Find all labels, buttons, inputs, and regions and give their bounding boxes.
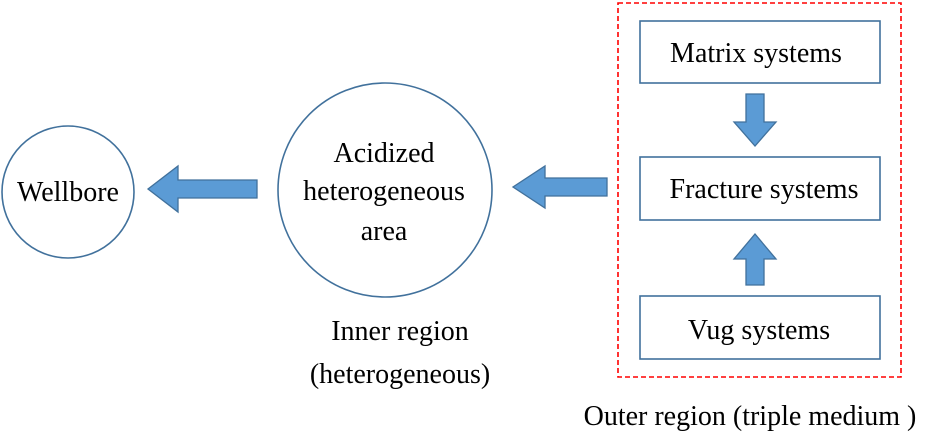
vug-systems-label: Vug systems bbox=[688, 315, 830, 346]
acidized-line-1: Acidized bbox=[333, 138, 434, 169]
vug-systems-node bbox=[639, 295, 881, 360]
wellbore-node bbox=[1, 125, 135, 259]
wellbore-label: Wellbore bbox=[17, 177, 119, 208]
arrow-matrix-to-fracture bbox=[732, 93, 778, 147]
matrix-systems-node bbox=[639, 20, 881, 84]
acidized-line-3: area bbox=[361, 216, 408, 247]
arrow-vug-to-fracture bbox=[732, 232, 778, 286]
inner-region-caption-line-2: (heterogeneous) bbox=[310, 359, 490, 390]
acidized-line-2: heterogeneous bbox=[303, 176, 465, 207]
arrow-outer-to-inner bbox=[511, 164, 608, 210]
arrow-inner-to-wellbore bbox=[146, 164, 258, 214]
fracture-systems-label: Fracture systems bbox=[670, 174, 859, 205]
inner-region-caption-line-1: Inner region bbox=[331, 316, 469, 347]
outer-region-caption: Outer region (triple medium ) bbox=[584, 401, 917, 432]
matrix-systems-label: Matrix systems bbox=[670, 38, 842, 69]
acidized-area-node bbox=[277, 82, 493, 298]
fracture-systems-node bbox=[639, 156, 881, 221]
